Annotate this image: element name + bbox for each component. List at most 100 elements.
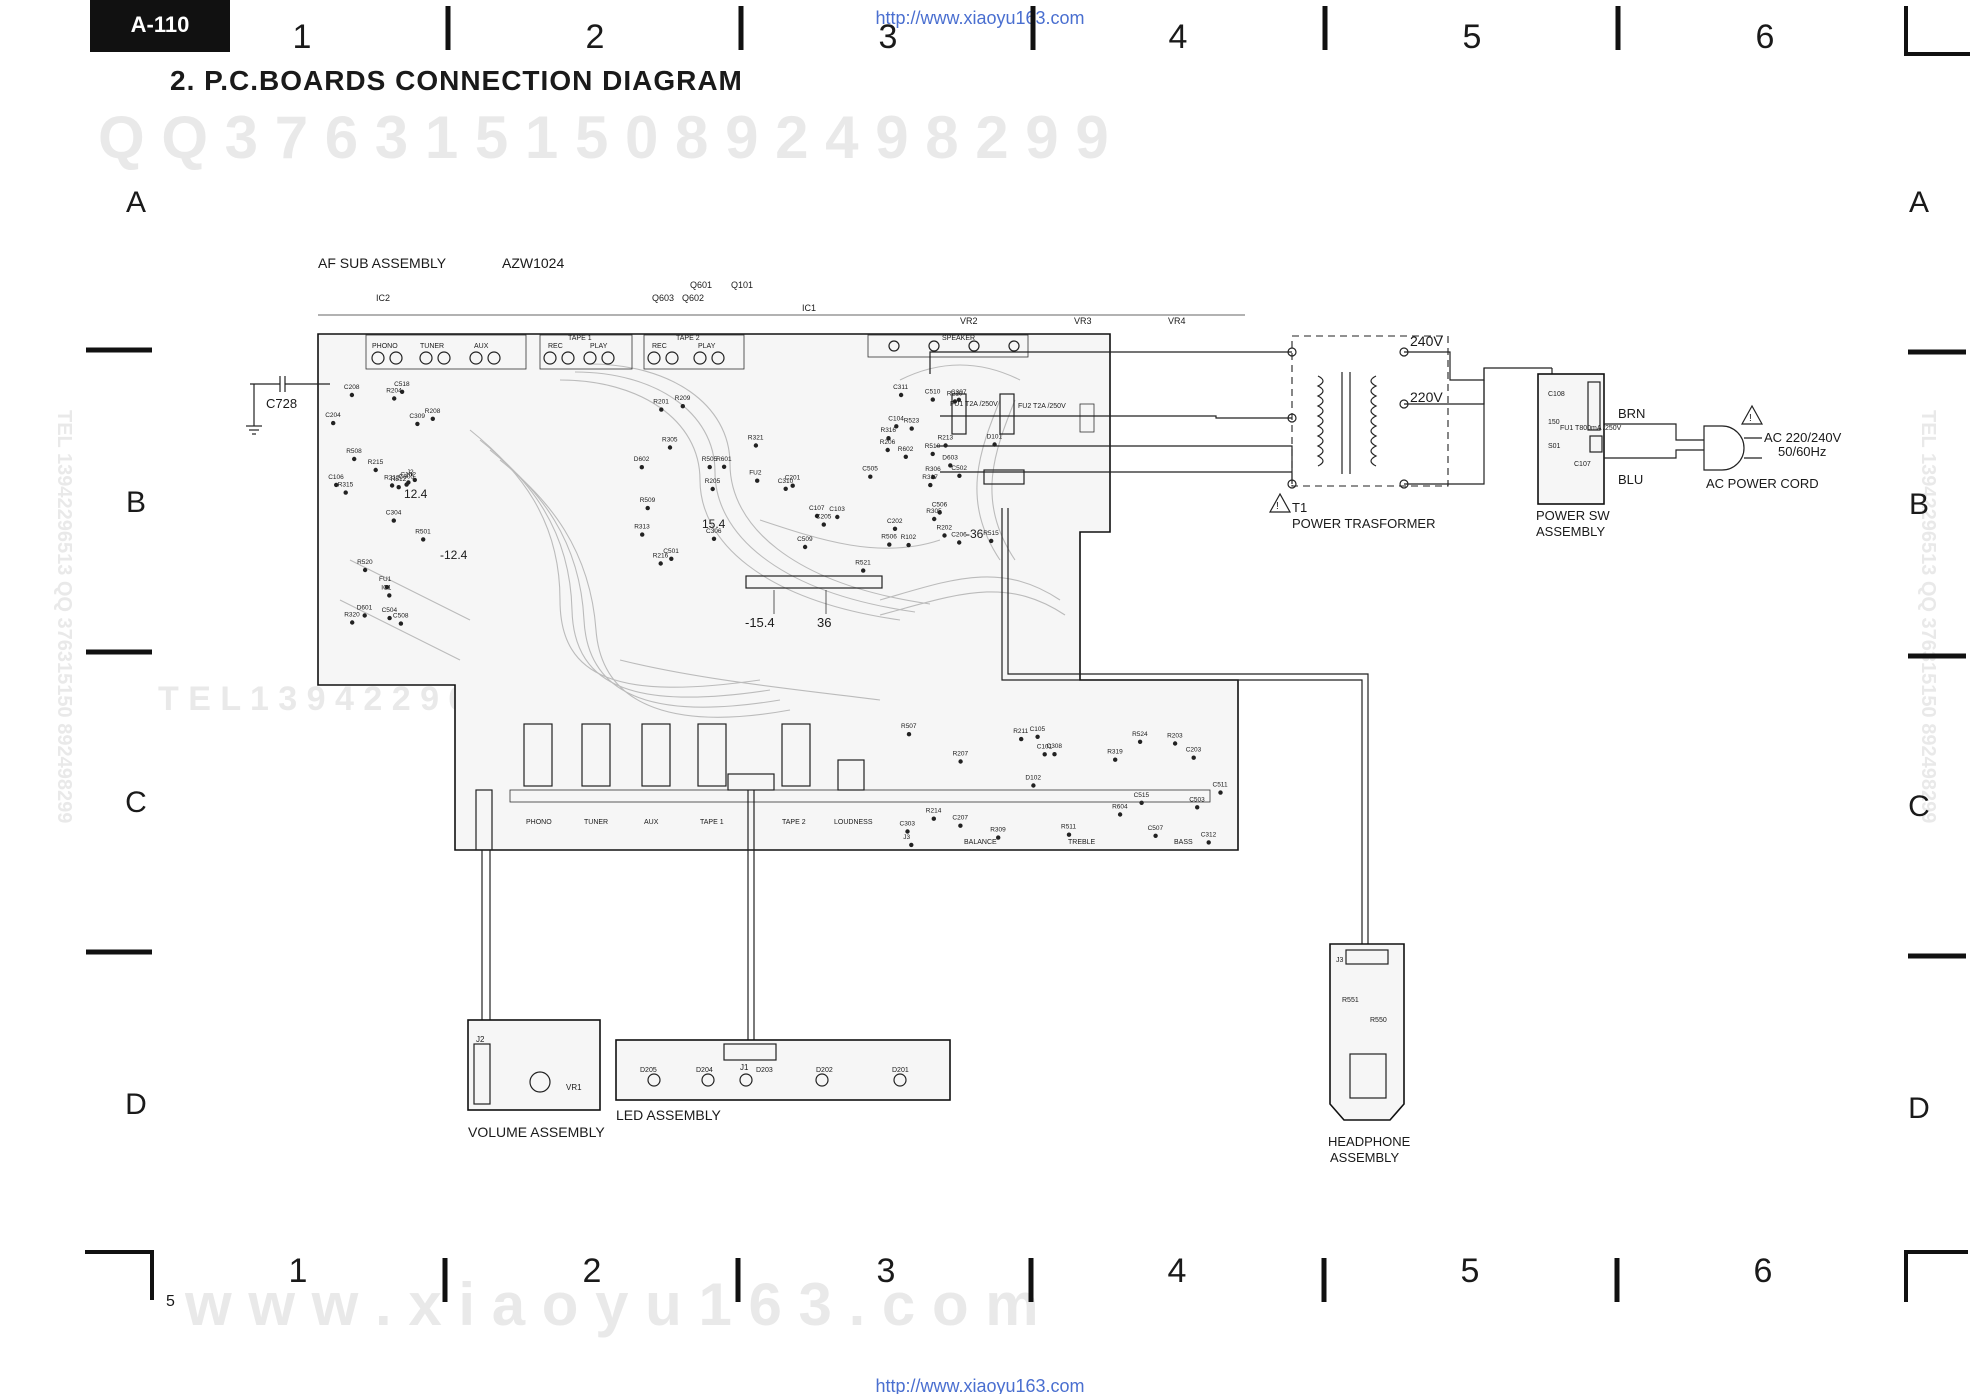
component-r319: R319 [1107,749,1123,762]
component-j3: J3 [903,834,914,848]
component-c308: C308 [1047,743,1062,757]
component-r216: R216 [653,553,669,566]
grid-row-c-right: C [1908,790,1930,823]
power-sw-part-s01: S01 [1548,443,1561,450]
led-board [615,1039,951,1101]
grid-col-3-bottom: 3 [877,1252,896,1290]
af-board-part: AZW1024 [502,255,564,271]
headphone-connector-j3 [1345,949,1389,965]
component-c103: C103 [829,506,845,520]
svg-text:R505: R505 [702,456,718,463]
svg-text:R512: R512 [391,476,407,483]
url-bottom[interactable]: http://www.xiaoyu163.com [875,1376,1084,1394]
component-c105: C105 [1030,726,1046,739]
component-r508: R508 [346,448,362,462]
power-sw-switch [1589,435,1603,453]
grid-col-5: 5 [1463,18,1482,56]
jack-socket [928,340,940,352]
component-r321: R321 [748,435,764,448]
tap-220v: 220V [1410,389,1443,405]
power-sw-label-1: POWER SW [1536,508,1610,523]
jack-label-aux: AUX [474,343,489,350]
page-tag: A-110 [131,12,190,37]
svg-text:D601: D601 [357,605,373,612]
component-c518: C518 [394,381,410,394]
selector-label-phono: PHONO [526,819,552,826]
svg-text:R510: R510 [925,443,941,450]
component-r305: R305 [926,508,942,522]
component-r212: R212 [384,475,400,488]
svg-text:C205: C205 [816,514,832,521]
grid-row-d-right: D [1908,1092,1930,1125]
knob-label-balance: BALANCE [964,839,997,846]
svg-text:R321: R321 [748,435,764,442]
switch-phono [523,723,553,787]
jack-block-tape2 [643,334,745,370]
component-c201: C201 [785,475,801,488]
component-c505: C505 [862,466,878,479]
selector-label-tuner: TUNER [584,819,608,826]
component-r305: R305 [662,437,678,450]
led-d202 [815,1073,829,1087]
svg-text:R604: R604 [1112,804,1128,811]
jack-socket [888,340,900,352]
ac-power-cord: BRN BLU ! AC 220/240V 50/60Hz AC POWER C… [1604,404,1842,491]
jack-socket [419,351,433,365]
component-r208: R208 [425,408,441,421]
svg-text:R208: R208 [425,408,441,415]
component-c509: C509 [797,536,813,550]
svg-text:IC1: IC1 [381,584,392,591]
component-c504: C504 [382,607,398,621]
voltage-minus-12-4: -12.4 [440,548,468,562]
transformer-ref: T1 [1292,500,1307,515]
knob-label-bass: BASS [1174,839,1193,846]
page-number: 5 [166,1293,175,1310]
jack-socket [665,351,679,365]
power-sw-fuse [1587,381,1601,431]
headphone-jack [1349,1053,1387,1099]
jack-group-tape2: TAPE 2 [676,335,700,342]
led-assembly: J1 D205 D204 D203 D202 D201 LED ASSEMBLY [615,1039,951,1123]
power-wiring [929,351,1553,485]
led-part-d205: D205 [640,1067,657,1074]
corner-mark-bottom-right [1904,1250,1968,1302]
jack-block-speaker [867,334,1029,358]
page-title: 2. P.C.BOARDS CONNECTION DIAGRAM [170,65,743,96]
ac-plug [1703,425,1745,471]
svg-text:J3: J3 [903,834,910,841]
svg-text:C204: C204 [325,412,341,419]
watermark-top: Q Q 3 7 6 3 1 5 1 5 0 8 9 2 4 9 8 2 9 9 [98,104,1109,171]
component-r506: R506 [881,534,897,547]
headphone-label-1: HEADPHONE [1328,1134,1411,1149]
switch-aux [641,723,671,787]
headphone-label-2: ASSEMBLY [1330,1150,1399,1165]
component-j2: J2 [407,469,417,483]
component-r523: R523 [904,418,920,431]
power-sw-board [1537,373,1605,505]
component-c306: C306 [706,528,722,541]
svg-text:R319: R319 [1107,749,1123,756]
headphone-board [1329,943,1405,1121]
grid-columns-bottom: 1 2 3 4 5 6 [85,1250,1968,1302]
grid-col-1-bottom: 1 [289,1252,308,1290]
led-label: LED ASSEMBLY [616,1107,721,1123]
ic-label-vr4: VR4 [1168,316,1186,326]
svg-text:D603: D603 [942,454,958,461]
headphone-part-j3: J3 [1336,957,1344,964]
warning-mark: ! [1749,413,1752,424]
svg-text:C307: C307 [951,389,967,396]
led-d204 [701,1073,715,1087]
headphone-part-r550: R550 [1370,1017,1387,1024]
component-r214: R214 [926,808,942,821]
pcb-traces [339,363,1066,718]
voltage-36: 36 [817,615,831,630]
voltage-12-4: 12.4 [404,487,428,501]
url-top[interactable]: http://www.xiaoyu163.com [875,8,1084,28]
ic-label-ic2: IC2 [376,293,390,303]
headphone-assembly: J3 R551 R550 HEADPHONE ASSEMBLY [1328,943,1411,1165]
component-r602: R602 [898,446,914,459]
component-r317: R317 [922,474,938,488]
svg-text:C303: C303 [900,821,916,828]
power-sw-assembly: C108 FU1 T800mA /250V S01 C107 150 POWER… [1536,373,1622,539]
component-c101: C101 [1037,743,1053,757]
